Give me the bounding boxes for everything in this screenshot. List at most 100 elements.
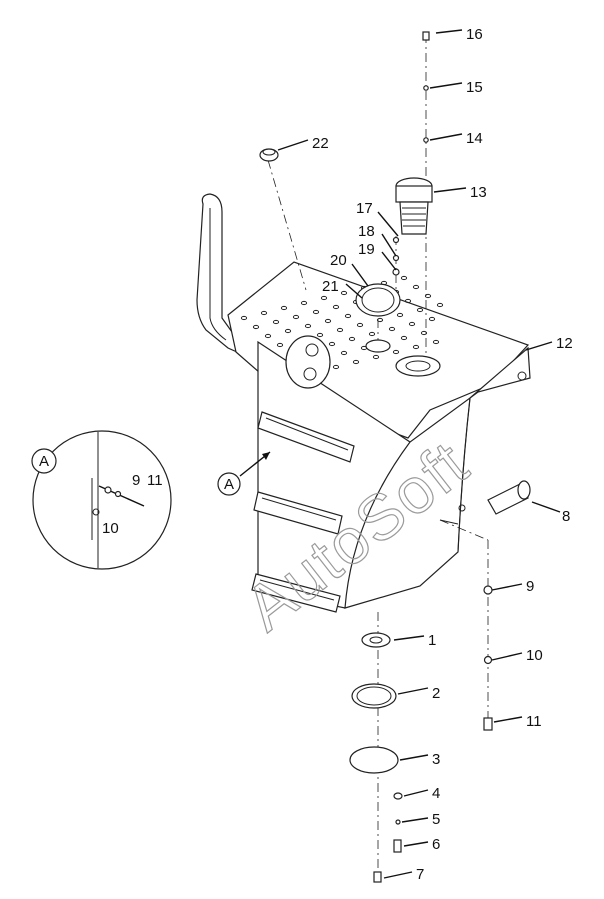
part-label-p15: 15 <box>466 79 483 96</box>
leader-line-p7 <box>383 871 413 879</box>
perforation-hole <box>344 313 352 319</box>
perforation-hole <box>300 300 308 306</box>
perforation-hole <box>428 316 436 322</box>
part-9-10-11-fasteners <box>483 585 493 731</box>
leader-line-p11 <box>493 716 523 723</box>
part-label-p16: 16 <box>466 26 483 43</box>
perforation-hole <box>316 332 324 338</box>
callout-marker-text: A <box>224 476 234 493</box>
leader-line-p17 <box>377 211 399 237</box>
leader-line-p10 <box>491 652 523 661</box>
perforation-hole <box>272 319 280 325</box>
leader-line-p4 <box>403 789 429 797</box>
part-label-p9: 9 <box>526 578 534 595</box>
perforation-hole <box>368 331 376 337</box>
perforation-hole <box>336 327 344 333</box>
perforation-hole <box>392 349 400 355</box>
part-22-cap <box>259 148 279 162</box>
handrail <box>196 193 249 357</box>
perforation-hole <box>356 322 364 328</box>
part-label-p3: 3 <box>432 751 440 768</box>
perforation-hole <box>376 317 384 323</box>
perforation-hole <box>348 336 356 342</box>
perforation-hole <box>424 293 432 299</box>
leader-line-p15 <box>429 82 463 89</box>
perforation-hole <box>372 354 380 360</box>
part-label-p21: 21 <box>322 278 339 295</box>
part-label-p22: 22 <box>312 135 329 152</box>
part-label-p1: 1 <box>428 632 436 649</box>
perforation-hole <box>260 310 268 316</box>
perforation-hole <box>328 341 336 347</box>
leader-line-p13 <box>433 187 467 193</box>
detail-marker-text: A <box>39 453 49 470</box>
leader-line-p3 <box>399 754 429 761</box>
perforation-hole <box>412 284 420 290</box>
perforation-hole <box>240 315 248 321</box>
perforation-hole <box>388 326 396 332</box>
part-label-p13: 13 <box>470 184 487 201</box>
perforation-hole <box>412 344 420 350</box>
part-8-sight-gauge <box>487 480 531 515</box>
part-label-p17: 17 <box>356 200 373 217</box>
perforation-hole <box>408 321 416 327</box>
perforation-hole <box>280 305 288 311</box>
perforation-hole <box>396 312 404 318</box>
part-13-filler-strainer <box>395 177 433 235</box>
perforation-hole <box>332 364 340 370</box>
leader-line-p21 <box>345 283 363 299</box>
leader-line-p18 <box>381 233 397 257</box>
callout-marker-circle: A <box>217 451 271 496</box>
part-label-p14: 14 <box>466 130 483 147</box>
perforation-hole <box>312 309 320 315</box>
filler-neck-flange <box>395 355 441 377</box>
part-21-sender-cover <box>355 283 401 353</box>
perforation-hole <box>400 275 408 281</box>
detail-view-a <box>32 430 172 570</box>
detail-marker-circle: A <box>31 448 57 474</box>
leader-line-p5 <box>401 817 429 823</box>
perforation-hole <box>320 295 328 301</box>
perforation-hole <box>252 324 260 330</box>
part-label-p19: 19 <box>358 241 375 258</box>
leader-line-p14 <box>429 133 463 141</box>
bottom-flange-parts <box>349 632 403 883</box>
perforation-hole <box>400 335 408 341</box>
perforation-hole <box>264 333 272 339</box>
perforation-hole <box>432 339 440 345</box>
perforation-hole <box>436 302 444 308</box>
part-label-p6: 6 <box>432 836 440 853</box>
small-hardware-stack <box>392 31 430 276</box>
part-label-p11: 11 <box>526 713 542 730</box>
perforation-hole <box>276 342 284 348</box>
detail-label-d9: 9 <box>132 472 140 489</box>
leader-line-p22 <box>277 139 309 151</box>
mounting-plate <box>285 335 331 389</box>
perforation-hole <box>416 307 424 313</box>
detail-label-d11: 11 <box>147 472 163 489</box>
perforation-hole <box>292 314 300 320</box>
perforation-hole <box>404 298 412 304</box>
leader-line-p2 <box>397 687 429 695</box>
perforation-hole <box>340 350 348 356</box>
leader-line-p8 <box>531 501 561 513</box>
leader-line-p6 <box>403 841 429 847</box>
perforation-hole <box>352 359 360 365</box>
tank-body <box>257 340 531 609</box>
perforation-hole <box>304 323 312 329</box>
part-label-p2: 2 <box>432 685 440 702</box>
leader-line-p20 <box>351 263 369 287</box>
perforation-hole <box>340 290 348 296</box>
perforation-hole <box>332 304 340 310</box>
leader-line-p16 <box>435 29 463 34</box>
detail-label-d10: 10 <box>102 520 119 537</box>
leader-line-p9 <box>491 583 523 591</box>
perforation-hole <box>420 330 428 336</box>
leader-line-p12 <box>525 341 553 351</box>
part-label-p8: 8 <box>562 508 570 525</box>
perforation-hole <box>324 318 332 324</box>
part-label-p12: 12 <box>556 335 573 352</box>
perforation-hole <box>284 328 292 334</box>
